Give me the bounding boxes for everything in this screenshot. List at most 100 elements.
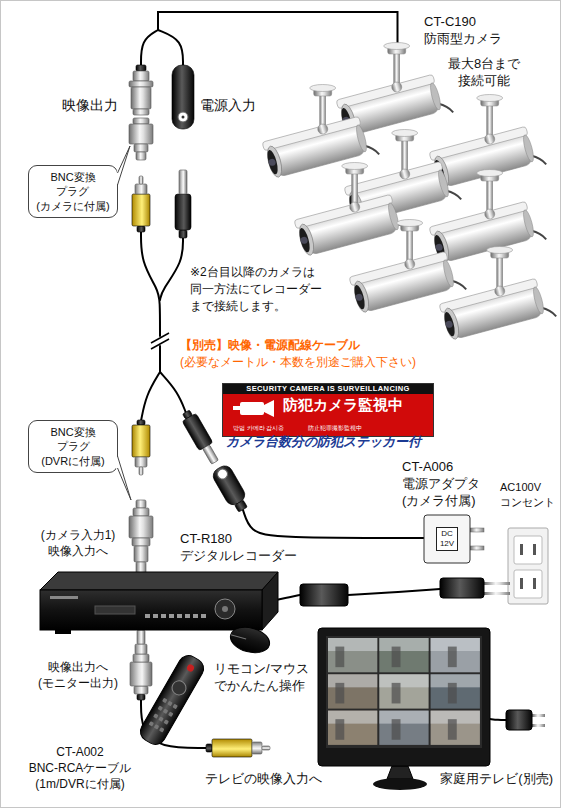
- text-line: まで接続します。: [190, 299, 286, 313]
- power-plug: [506, 710, 532, 730]
- connector-part: [134, 686, 148, 694]
- connector-part: [135, 457, 147, 467]
- sun-shield: [262, 116, 361, 151]
- icon-mount: [233, 406, 240, 410]
- remote-key: [163, 719, 168, 724]
- text-line: (カメラ付属): [402, 493, 476, 508]
- camera-body: [439, 274, 557, 345]
- remote-key: [172, 704, 177, 709]
- remote-key: [159, 727, 164, 732]
- socket-slot: [520, 578, 523, 589]
- tail-edge: [118, 468, 132, 500]
- remote-power: [186, 663, 196, 673]
- connector-part: [136, 152, 146, 160]
- annotation: 電源入力: [200, 96, 256, 114]
- text-line: デジタルレコーダー: [180, 548, 297, 563]
- text-line: リモコン/マウス: [214, 661, 309, 676]
- camera-housing: [447, 285, 542, 339]
- plug-prong: [532, 714, 545, 717]
- text-line: BNC変換: [50, 171, 95, 183]
- connector-part: [130, 662, 152, 686]
- remote-body: [137, 652, 208, 748]
- connector-part: [262, 746, 270, 750]
- power-adapter: [424, 515, 470, 563]
- ceiling-plate: [397, 220, 423, 227]
- text-line: (1m/DVRに付属): [35, 777, 124, 791]
- lens: [355, 293, 364, 302]
- recorder-jog-center: [222, 606, 228, 612]
- text-line: でかんたん操作: [214, 678, 305, 693]
- remote-key: [162, 698, 167, 703]
- lens: [300, 236, 309, 245]
- camera: [429, 95, 547, 193]
- tv-frame: [318, 628, 490, 766]
- connector-part: [133, 109, 149, 115]
- screen-tile: [431, 638, 480, 672]
- text-line: BNC変換: [50, 426, 95, 438]
- dc-jack-pin: [182, 116, 185, 119]
- connector-part: [137, 694, 145, 700]
- socket-slot: [520, 544, 523, 555]
- cable: [141, 372, 160, 421]
- text-line: AC100V: [500, 481, 541, 493]
- camera-view: [379, 638, 428, 672]
- text-line: CT-A006: [402, 459, 453, 474]
- annotation: ※2台目以降のカメラは 同一方法にてレコーダー まで接続します。: [190, 264, 322, 314]
- connector-part: [129, 81, 153, 87]
- icon-lens: [264, 400, 274, 417]
- dc-plug: [179, 408, 222, 466]
- view-object: [448, 683, 457, 704]
- dc-jack: [210, 463, 251, 515]
- cable: [141, 231, 160, 336]
- remote-key: [158, 716, 163, 721]
- text-line: DC: [441, 529, 453, 538]
- text-line: コンセント: [500, 496, 555, 508]
- view-object: [335, 719, 344, 740]
- camera-joint: [349, 201, 361, 213]
- camera-view: [328, 674, 377, 708]
- connector-part: [132, 538, 150, 546]
- ceiling-plate: [477, 95, 503, 102]
- camera-view: [431, 674, 480, 708]
- connector-part: [206, 744, 212, 752]
- text-line: 防雨型カメラ: [424, 31, 502, 46]
- remote-key: [167, 701, 172, 706]
- camera-cable: [452, 278, 467, 293]
- bnc-plug: [130, 630, 152, 700]
- annotation: (カメラ入力1) 映像入力へ: [41, 528, 116, 560]
- connector-part: [136, 500, 146, 508]
- view-object: [392, 683, 401, 704]
- dc-jack-hole: [216, 467, 230, 481]
- camera-cable: [447, 188, 462, 203]
- plug-prong: [484, 592, 510, 595]
- annotation: リモコン/マウス でかんたん操作: [214, 660, 309, 694]
- bnc-adapter: [129, 500, 153, 574]
- rca-plug: [132, 420, 150, 475]
- view-object: [335, 683, 344, 704]
- annotation: CT-R180 デジタルレコーダー: [180, 530, 297, 564]
- camera-housing: [437, 133, 532, 187]
- socket: [514, 536, 542, 564]
- tv-neck: [387, 766, 413, 779]
- annotation: 【別売】映像・電源配線ケーブル: [180, 338, 360, 354]
- recorder-button: [169, 614, 174, 618]
- connector-part: [131, 87, 151, 109]
- text-line: プラグ: [56, 185, 89, 197]
- recorder-jog: [215, 599, 235, 619]
- camera-view: [431, 638, 480, 672]
- mouse-button-line: [231, 635, 246, 639]
- lens-ring: [297, 223, 317, 257]
- text-line: (カメラに付属): [36, 200, 109, 212]
- screen-tile: [431, 711, 480, 745]
- connector-part: [134, 144, 148, 152]
- ac-adapter-brick: [300, 584, 348, 606]
- camera-joint: [494, 285, 506, 297]
- rear-cap: [436, 169, 450, 198]
- camera-joint: [399, 168, 411, 180]
- connector-part: [235, 500, 248, 512]
- view-sky: [379, 638, 428, 651]
- tail-edge: [118, 456, 132, 500]
- camera-view: [379, 674, 428, 708]
- cable: [141, 30, 158, 66]
